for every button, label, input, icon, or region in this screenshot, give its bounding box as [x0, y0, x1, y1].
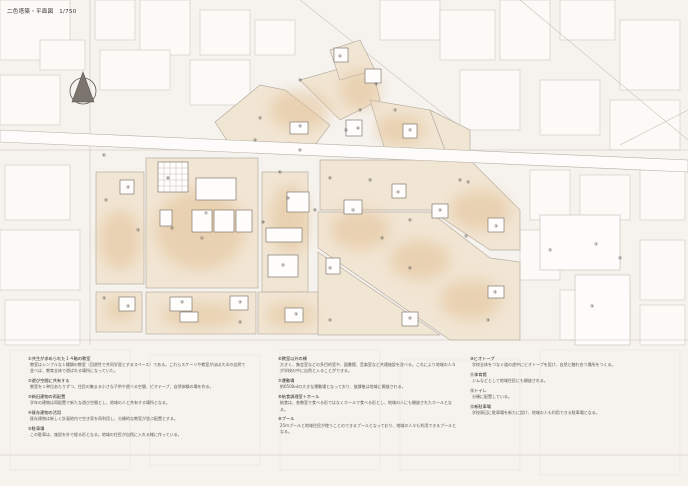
legend-item-6: ⑥教室以外の棟大きく、集会室などの多目的室や、図書館、音楽室など共通施設を並べる…	[278, 356, 456, 374]
map-label-b19: ⑤	[328, 176, 332, 181]
map-label-b28: ⑤	[408, 266, 412, 271]
map-label-b24: ④	[351, 208, 355, 213]
legend-item-7: ⑦運動場約6500㎡の大きな運動場となっており、放課後は地域に開放される。	[278, 378, 406, 390]
map-label-b35: ③	[486, 318, 490, 323]
map-label-b47: ③	[590, 304, 594, 309]
map-label-b1: ④	[338, 54, 342, 59]
map-label-b26: ⑤	[458, 178, 462, 183]
map-label-b32: ③	[494, 224, 498, 229]
map-label-b9: ③	[104, 198, 108, 203]
legend-item-4: ④既存建物の活用既存建物は新しく計画地内で空き家を再利用し、分棟的な教室が並ぶ配…	[28, 410, 178, 422]
map-label-b23: ③	[408, 128, 412, 133]
legend-item-1: ①共生が求められた１４軸の教室教室はシンプルな１種類の教室（回遊性で共同学習とす…	[28, 356, 246, 374]
map-label-b45: ③	[594, 242, 598, 247]
map-label-b52: ⑥	[298, 148, 302, 153]
legend-item-8: ⑧給食調理室＋ホール給食は、各教室で食べる形ではなくホールで食べる形とし、地域の…	[278, 394, 452, 412]
legend-item-11: ⑪体育館ジムなどとして地域住民にも開放される。	[470, 372, 548, 384]
map-label-b34: ③	[493, 290, 497, 295]
map-label-b29: ③	[380, 236, 384, 241]
lower-city-ghost	[9, 349, 681, 476]
map-label-b44: ③	[548, 248, 552, 253]
map-label-b22: ③	[393, 108, 397, 113]
map-label-b42: ④	[238, 320, 242, 325]
building-grid-patterns	[158, 162, 188, 192]
map-label-b12: ②	[170, 226, 174, 231]
map-label-b46: ③	[618, 256, 622, 261]
map-label-b21: ⑨	[356, 126, 360, 131]
map-label-b4: ③	[374, 82, 378, 87]
legend-item-10: ⑩ビオトープ学校全体をつなぐ道の途中にビオトープを設け、自然と触れ合う場所をつく…	[470, 356, 616, 368]
map-label-b39: ③	[238, 300, 242, 305]
map-label-b31: ③	[464, 234, 468, 239]
map-label-b18: ③	[328, 266, 332, 271]
map-label-b13: ③	[136, 228, 140, 233]
school-buildings	[118, 47, 505, 327]
map-label-b8: ④	[126, 185, 130, 190]
map-label-b43: ③	[466, 180, 470, 185]
legend-item-3: ③新旧建物の再配置学年の建物は再配置で新たな遊び空間とし、地域の人と共有する場所…	[28, 394, 170, 406]
map-label-b10: ①	[200, 236, 204, 241]
map-label-b38: ③	[180, 300, 184, 305]
map-label-b11: ⑦	[204, 211, 208, 216]
map-label-b17: ⑤	[278, 170, 282, 175]
legend-col-3: ⑩ビオトープ学校全体をつなぐ道の途中にビオトープを設け、自然と触れ合う場所をつく…	[470, 356, 670, 420]
map-label-b5: ⑥	[102, 153, 106, 158]
map-label-b7: ⑧	[166, 176, 170, 181]
map-label-b37: ③	[102, 296, 106, 301]
map-label-b3: ③	[258, 116, 262, 121]
map-label-b6: ③	[253, 138, 257, 143]
map-label-b50: ⑤	[313, 208, 317, 213]
open-lots	[539, 214, 631, 346]
legend-col-1: ①共生が求められた１４軸の教室教室はシンプルな１種類の教室（回遊性で共同学習とす…	[28, 356, 248, 442]
map-label-b2: ③	[298, 78, 302, 83]
map-label-b27: ③	[396, 190, 400, 195]
map-label-b48: ④	[344, 128, 348, 133]
map-label-b14: ④	[286, 196, 290, 201]
legend-item-12: ⑫トイレ分棟に配置している。	[470, 388, 512, 400]
map-label-b41: ③	[328, 318, 332, 323]
legend-item-13: ⑬新駐車場学校周辺に駐車場を新たに設け、地域の人も利用できる駐車場となる。	[470, 404, 600, 416]
map-label-b16: ④	[281, 263, 285, 268]
map-label-b51: ⑤	[408, 218, 412, 223]
legend-col-2: ⑥教室以外の棟大きく、集会室などの多目的室や、図書館、音楽室など共通施設を並べる…	[278, 356, 458, 439]
north-arrow-icon	[69, 71, 97, 105]
map-label-b36: ④	[126, 304, 130, 309]
street-lines	[0, 0, 688, 456]
elevated-railway	[0, 129, 688, 173]
legend-item-2: ②遊び空間に共有する教室を１単位あたりずつ、住民の集まる小さな子供や遊べる空間、…	[28, 378, 214, 390]
surrounding-city-blocks	[0, 0, 686, 346]
map-label-b20: ③	[298, 124, 302, 129]
legend-item-5: ⑤駐車場この駐車は、施設を外で経る形となる。地域の住民が自然に入れる様に作ってい…	[28, 426, 182, 438]
map-label-b15: ⑩	[261, 220, 265, 225]
map-label-b40: ③	[294, 312, 298, 317]
map-label-b33: ④	[408, 316, 412, 321]
map-label-b49: ③	[358, 108, 362, 113]
drawing-title: 二色塔築・平面図 1/750	[7, 9, 77, 15]
map-label-b30: ④	[438, 208, 442, 213]
map-label-b25: ③	[368, 178, 372, 183]
